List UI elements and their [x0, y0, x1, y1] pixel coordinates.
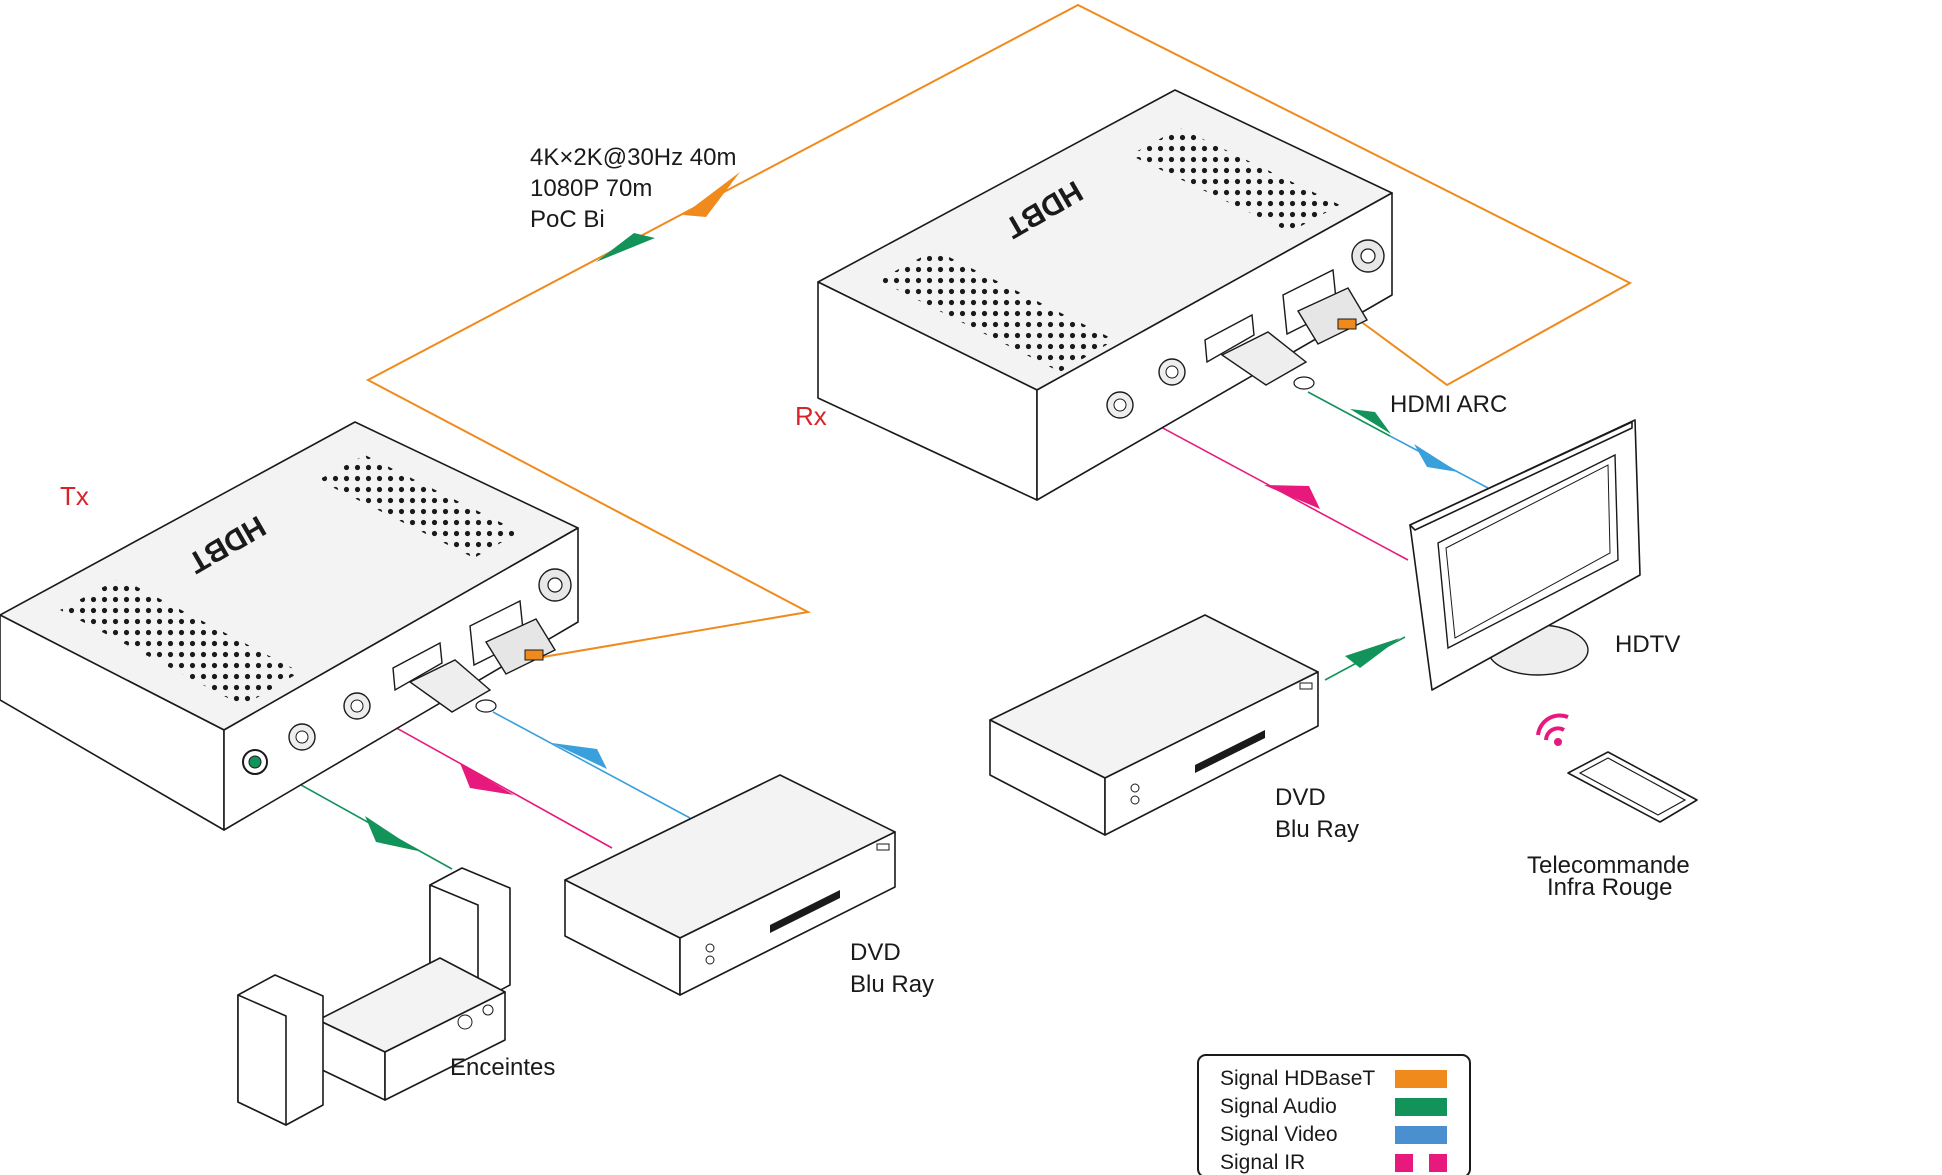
arrow-audio-rx — [1345, 638, 1400, 668]
legend-label-video: Signal Video — [1220, 1123, 1338, 1146]
label-hdmi-arc: HDMI ARC — [1390, 391, 1507, 418]
rx-device: HDBT — [817, 89, 1393, 501]
arrow-ir-rx — [1264, 485, 1320, 509]
label-speakers: Enceintes — [450, 1054, 555, 1081]
arrow-arc-blue — [1414, 444, 1458, 472]
tx-device: HDBT — [0, 421, 579, 831]
legend-label-ir: Signal IR — [1220, 1151, 1305, 1174]
legend-label-audio: Signal Audio — [1220, 1095, 1337, 1118]
video-line-tx — [492, 711, 691, 819]
hdmi-arc-line-green — [1307, 391, 1391, 437]
label-link-line1: 4K×2K@30Hz 40m — [530, 144, 736, 171]
arrow-video-tx — [552, 743, 607, 769]
speakers-icon — [237, 867, 511, 1126]
arrow-hdbaset-up — [683, 172, 740, 217]
hdbaset-cable — [365, 3, 1633, 659]
ir-line-tx — [356, 705, 613, 849]
legend: Signal HDBaseT Signal Audio Signal Video… — [1197, 1054, 1471, 1175]
label-remote-1: Telecommande — [1527, 852, 1690, 879]
legend-swatch-hdbaset — [1395, 1070, 1447, 1088]
label-remote-2: Infra Rouge — [1547, 874, 1672, 901]
label-tx: Tx — [60, 481, 89, 511]
label-dvd-right-2: Blu Ray — [1275, 816, 1359, 843]
dvd-player-right-icon — [989, 614, 1319, 836]
legend-swatch-ir-b — [1429, 1154, 1447, 1172]
label-hdtv: HDTV — [1615, 631, 1680, 658]
label-dvd-right-1: DVD — [1275, 784, 1326, 811]
hdtv-icon — [1409, 419, 1641, 691]
hdmi-port-tx[interactable] — [392, 641, 443, 692]
label-link-line3: PoC Bi — [530, 206, 605, 233]
arrow-hdbaset-down — [596, 233, 655, 262]
hdmi-port-rx[interactable] — [1204, 313, 1255, 364]
arrow-audio-tx — [365, 816, 418, 851]
legend-label-hdbaset: Signal HDBaseT — [1220, 1067, 1375, 1090]
label-rx: Rx — [795, 401, 827, 431]
remote-control-icon — [1536, 713, 1698, 823]
arrow-ir-tx — [460, 763, 514, 795]
legend-swatch-video — [1395, 1126, 1447, 1144]
ir-signal-icon — [1544, 726, 1565, 741]
dvd-player-left-icon — [564, 774, 896, 996]
label-dvd-left-2: Blu Ray — [850, 971, 934, 998]
label-link-line2: 1080P 70m — [530, 175, 652, 202]
label-dvd-left-1: DVD — [850, 939, 901, 966]
legend-swatch-audio — [1395, 1098, 1447, 1116]
ir-line-rx — [1119, 404, 1409, 561]
legend-swatch-ir-a — [1395, 1154, 1413, 1172]
arrow-arc-green — [1350, 409, 1391, 434]
